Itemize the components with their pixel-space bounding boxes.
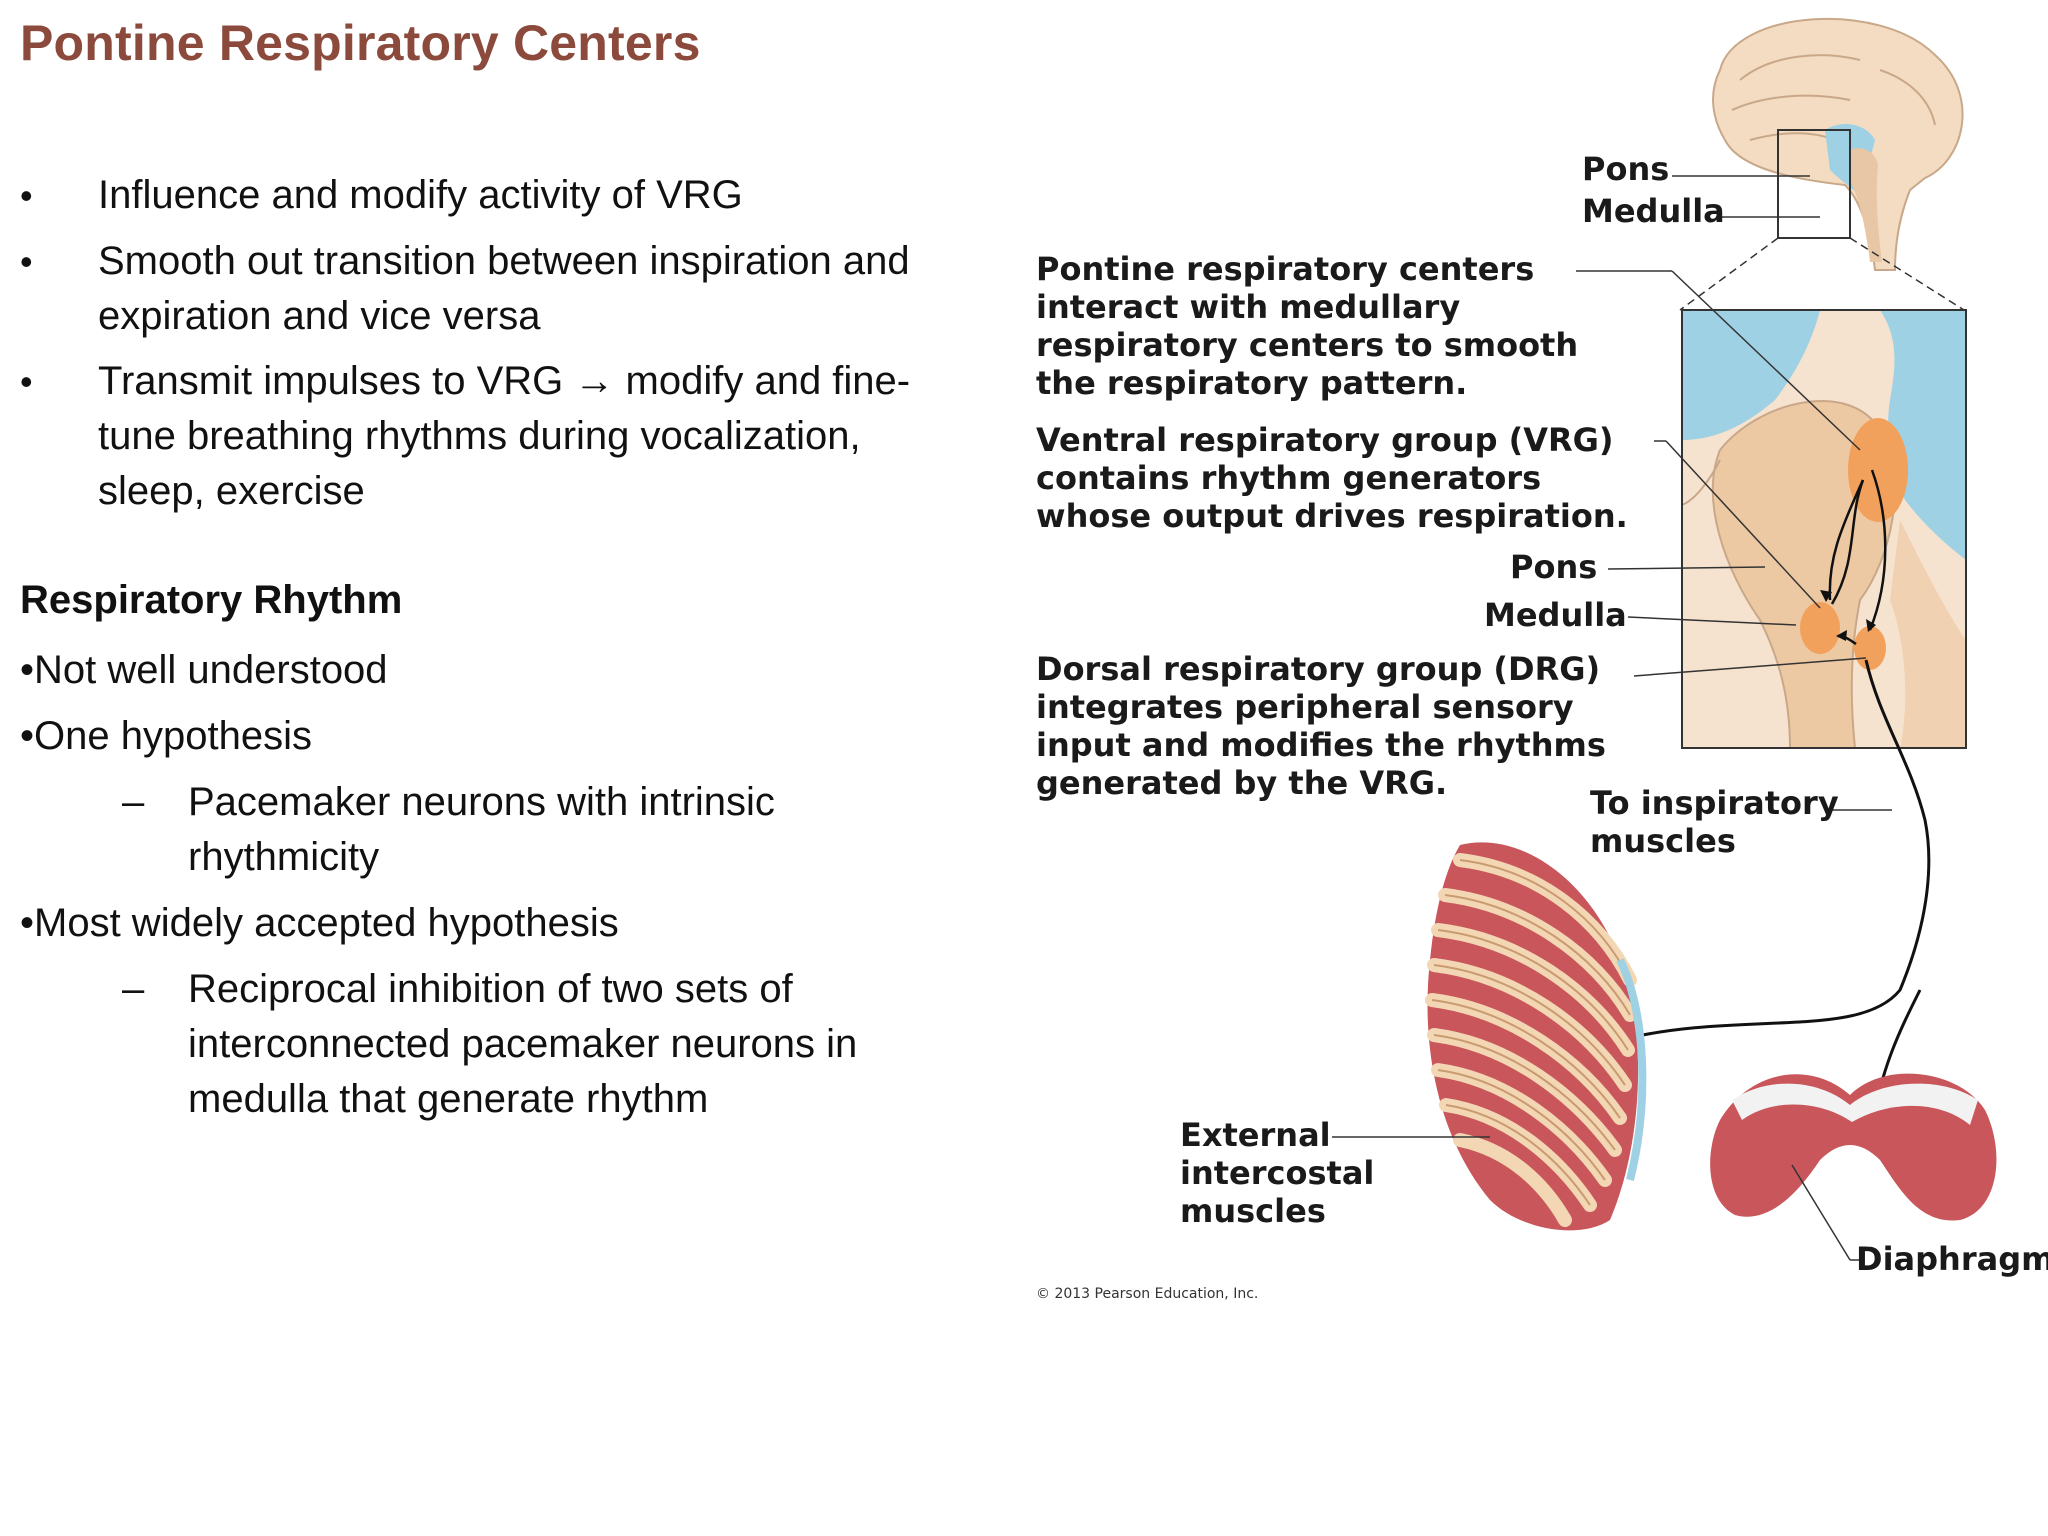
bullet-item: • Smooth out transition between inspirat… <box>20 234 910 344</box>
rhythm-item-text: Not well understood <box>34 648 388 692</box>
bullet-text: expiration and vice versa <box>98 294 541 338</box>
drg-center <box>1854 626 1886 670</box>
bullet-dot: • <box>20 361 33 402</box>
bullet-item: • Influence and modify activity of VRG <box>20 168 743 223</box>
sub-item-text: Pacemaker neurons with intrinsic <box>188 780 775 824</box>
vrg-desc-line: whose output drives respiration. <box>1036 497 1628 535</box>
bullet-text: Influence and modify activity of VRG <box>98 173 743 217</box>
dash-marker: – <box>122 967 145 1011</box>
drg-desc-line: generated by the VRG. <box>1036 764 1448 802</box>
copyright-notice: © 2013 Pearson Education, Inc. <box>1036 1286 1259 1302</box>
to-inspiratory-line: To inspiratory <box>1590 784 1839 822</box>
label-diaphragm: Diaphragm <box>1856 1240 2048 1278</box>
zoom-box <box>1777 129 1851 239</box>
bullet-text: tune breathing rhythms during vocalizati… <box>98 414 861 458</box>
label-pons-top: Pons <box>1582 150 1670 188</box>
pontine-desc-line: the respiratory pattern. <box>1036 364 1468 402</box>
label-medulla-top: Medulla <box>1582 192 1725 230</box>
vrg-center <box>1800 602 1840 654</box>
label-pons-mid: Pons <box>1510 548 1598 586</box>
sub-item-text: medulla that generate rhythm <box>188 1077 709 1121</box>
intercostal-line: External <box>1180 1116 1331 1154</box>
pontine-title: Pontine respiratory centers <box>1036 250 1535 288</box>
diaphragm-illustration <box>1710 1073 1997 1261</box>
bullet-dot: • <box>20 714 35 758</box>
brain-illustration <box>1712 17 1964 271</box>
label-medulla-mid: Medulla <box>1484 596 1627 634</box>
intercostal-line: intercostal <box>1180 1154 1375 1192</box>
to-inspiratory-line: muscles <box>1590 822 1736 860</box>
rhythm-item-text: Most widely accepted hypothesis <box>34 901 619 945</box>
drg-desc-line: integrates peripheral sensory <box>1036 688 1574 726</box>
rhythm-item: •Not well understood <box>20 643 388 698</box>
bullet-dot: • <box>20 175 33 216</box>
bullet-dot: • <box>20 241 33 282</box>
brainstem-panel <box>1681 309 1967 749</box>
pontine-center <box>1848 418 1908 522</box>
vrg-desc-line: contains rhythm generators <box>1036 459 1542 497</box>
pontine-desc-line: respiratory centers to smooth <box>1036 326 1579 364</box>
bullet-item: • Transmit impulses to VRG → modify and … <box>20 354 911 519</box>
drg-desc-line: input and modifies the rhythms <box>1036 726 1606 764</box>
bullet-dot: • <box>20 901 35 945</box>
vrg-title: Ventral respiratory group (VRG) <box>1036 421 1614 459</box>
drg-title: Dorsal respiratory group (DRG) <box>1036 650 1601 688</box>
bullet-text: sleep, exercise <box>98 469 365 513</box>
bullet-text-area: • Influence and modify activity of VRG •… <box>0 0 1010 1536</box>
anatomy-illustration <box>1332 17 1997 1261</box>
intercostal-line: muscles <box>1180 1192 1326 1230</box>
slide-title: Pontine Respiratory Centers <box>20 15 701 71</box>
rhythm-item: •One hypothesis <box>20 709 312 764</box>
respiratory-centers-figure: Pons Medulla Pontine respiratory centers… <box>1020 0 2048 1340</box>
bullet-dot: • <box>20 648 35 692</box>
bullet-text: Transmit impulses to VRG → modify and fi… <box>98 359 911 403</box>
sub-item-text: interconnected pacemaker neurons in <box>188 1022 858 1066</box>
section-heading: Respiratory Rhythm <box>20 578 403 622</box>
sub-item-text: Reciprocal inhibition of two sets of <box>188 967 793 1011</box>
dash-marker: – <box>122 780 145 824</box>
rhythm-item-text: One hypothesis <box>34 714 312 758</box>
bullet-text: Smooth out transition between inspiratio… <box>98 239 910 283</box>
rib-cage-illustration <box>1425 842 1647 1231</box>
sub-item-text: rhythmicity <box>188 835 380 879</box>
rhythm-item: •Most widely accepted hypothesis <box>20 896 619 951</box>
pontine-desc-line: interact with medullary <box>1036 288 1461 326</box>
